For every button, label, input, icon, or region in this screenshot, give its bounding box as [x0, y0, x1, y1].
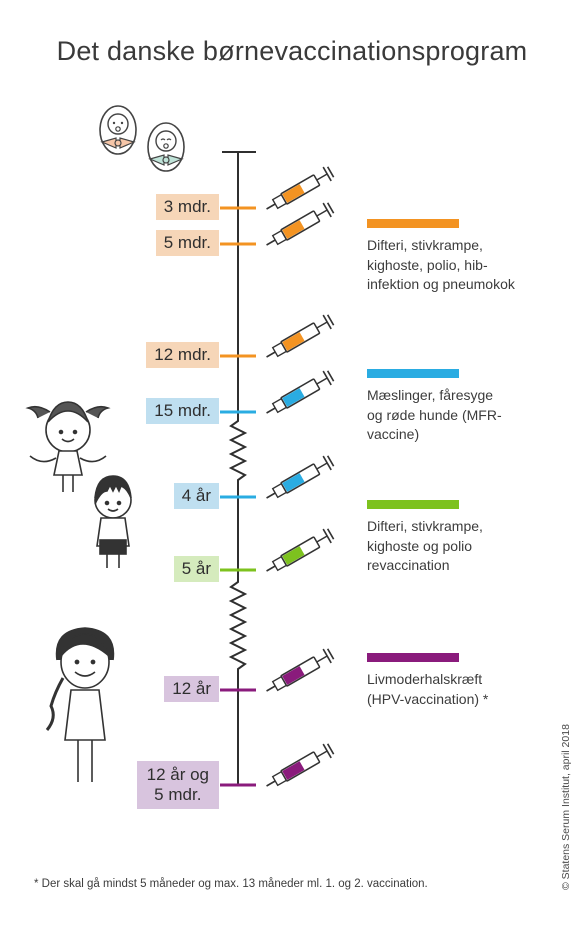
legend-color-bar — [367, 653, 459, 662]
syringe-icon — [266, 528, 335, 572]
syringe-icon — [266, 648, 335, 692]
teen-girl-icon — [45, 627, 115, 782]
age-label: 12 år og 5 mdr. — [136, 761, 219, 809]
syringe-icon — [266, 166, 335, 210]
legend-text: Livmoderhalskræft (HPV-vaccination) * — [367, 671, 489, 707]
copyright: © Statens Serum Institut, april 2018 — [560, 724, 572, 890]
syringe-icon — [266, 455, 335, 499]
syringe-icon — [266, 202, 335, 246]
age-label: 3 mdr. — [155, 194, 219, 220]
syringe-icon — [266, 743, 335, 787]
syringe-group — [266, 166, 335, 787]
legend-color-bar — [367, 500, 459, 509]
baby-icon — [147, 122, 185, 172]
legend-text: Difteri, stivkrampe, kighoste, polio, hi… — [367, 237, 515, 292]
age-label: 12 mdr. — [146, 342, 219, 368]
syringe-icon — [266, 370, 335, 414]
timeline-axis — [222, 151, 256, 786]
age-label: 5 år — [173, 556, 219, 582]
age-label: 15 mdr. — [146, 398, 219, 424]
syringe-icon — [266, 314, 335, 358]
baby-icon — [99, 105, 137, 155]
legend-color-bar — [367, 219, 459, 228]
page-title: Det danske børnevaccinationsprogram — [56, 36, 528, 66]
age-label: 5 mdr. — [155, 230, 219, 256]
footnote: * Der skal gå mindst 5 måneder og max. 1… — [34, 878, 428, 890]
age-label: 4 år — [173, 483, 219, 509]
girl-icon — [25, 401, 111, 492]
boy-icon — [94, 475, 132, 568]
legend-text: Difteri, stivkrampe, kighoste og polio r… — [367, 518, 483, 573]
timeline-ticks — [220, 206, 256, 787]
age-label: 12 år — [164, 676, 219, 702]
legend-color-bar — [367, 369, 459, 378]
legend-text: Mæslinger, fåresyge og røde hunde (MFR- … — [367, 387, 502, 442]
